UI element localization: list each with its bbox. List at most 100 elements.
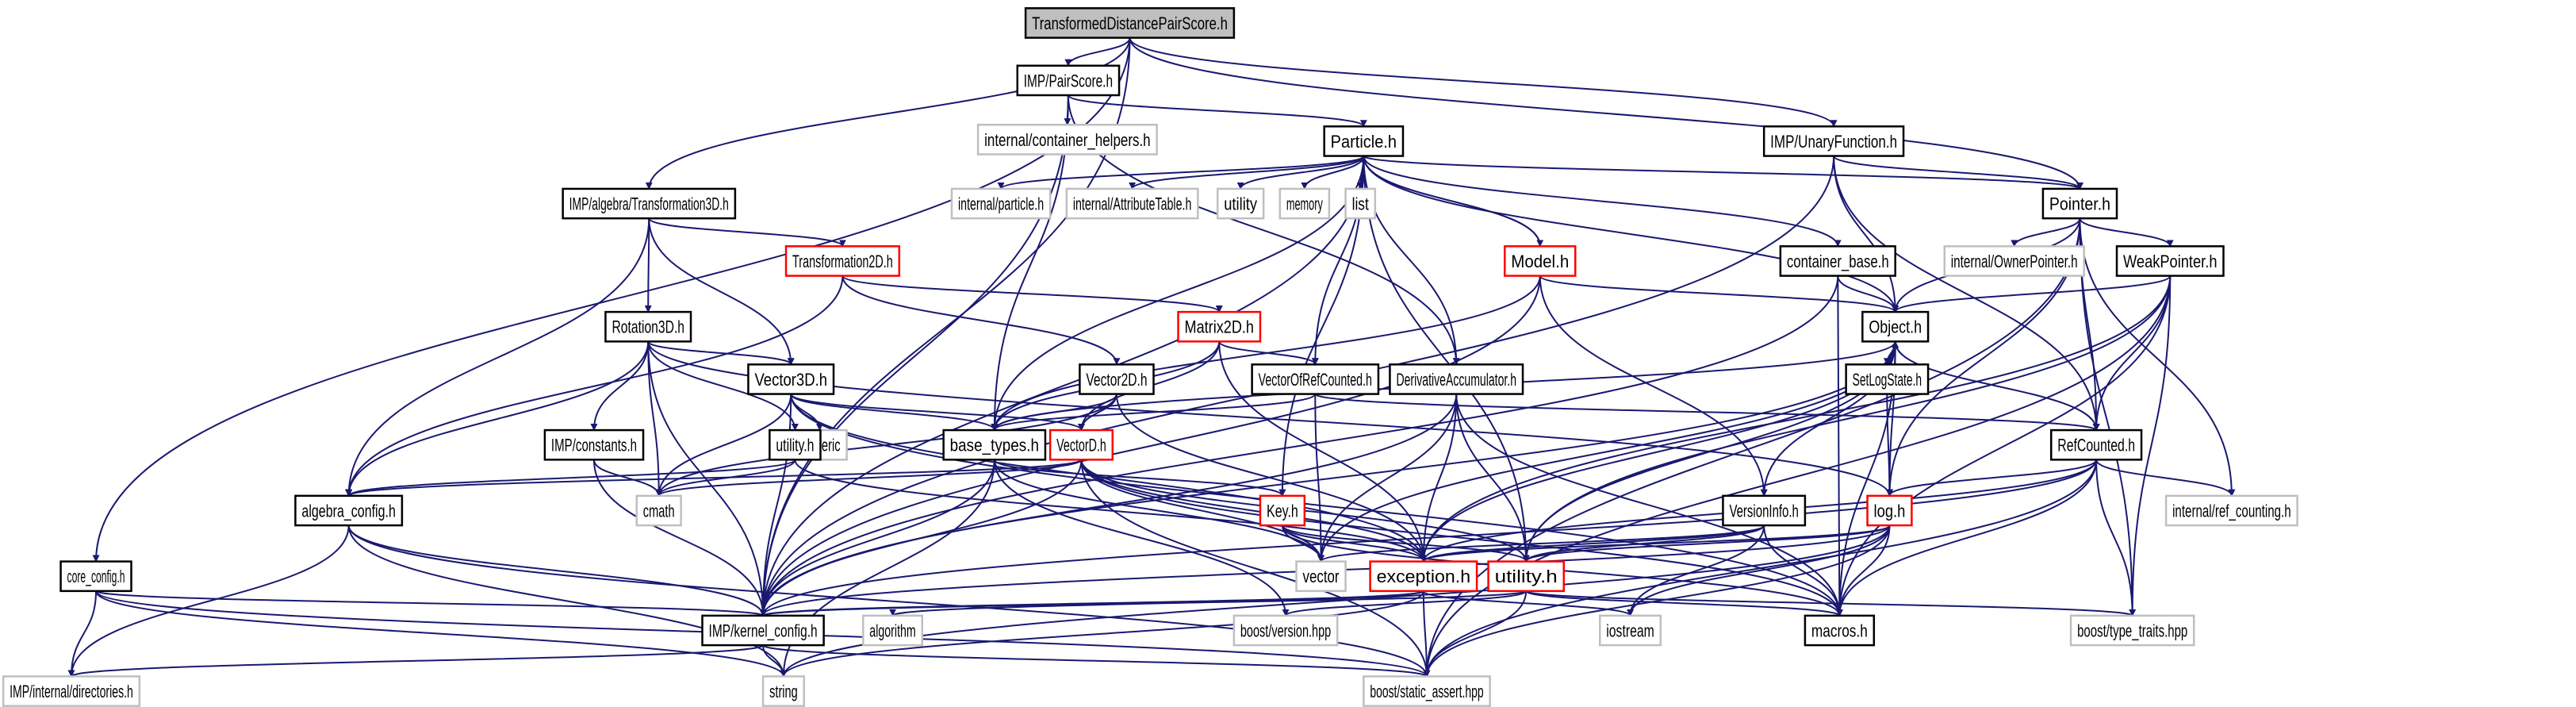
- node-label: container_base.h: [1787, 252, 1889, 271]
- node-container-helpers[interactable]: internal/container_helpers.h: [976, 123, 1158, 156]
- edge-particle-to-container_base: [1363, 156, 1842, 248]
- edge-kernel_config-to-static_assert: [762, 644, 1431, 678]
- node-box: [747, 363, 835, 395]
- node-label: internal/particle.h: [958, 194, 1044, 214]
- node-label: exception.h: [1377, 567, 1470, 586]
- node-log[interactable]: log.h: [1866, 494, 1913, 527]
- node-label: IMP/constants.h: [551, 436, 637, 455]
- node-internal-particle[interactable]: internal/particle.h: [950, 187, 1052, 220]
- node-algorithm[interactable]: algorithm: [862, 614, 924, 647]
- node-vector[interactable]: vector: [1295, 560, 1347, 593]
- node-pointer[interactable]: Pointer.h: [2041, 187, 2118, 220]
- node-weakpointer[interactable]: WeakPointer.h: [2115, 245, 2225, 277]
- nodes-layer: TransformedDistancePairScore.hIMP/PairSc…: [2, 7, 2298, 707]
- node-box: [1216, 187, 1265, 220]
- node-label: utility.h: [776, 436, 814, 455]
- node-algebra-config[interactable]: algebra_config.h: [294, 494, 404, 527]
- edge-weakpointer-to-utility_h: [1522, 275, 2172, 563]
- node-utility-h[interactable]: utility.h: [1487, 560, 1566, 593]
- node-attributetable[interactable]: internal/AttributeTable.h: [1065, 187, 1199, 220]
- node-vector3d[interactable]: Vector3D.h: [747, 363, 835, 395]
- node-macros[interactable]: macros.h: [1804, 614, 1876, 647]
- node-particle[interactable]: Particle.h: [1323, 125, 1405, 157]
- node-vector2d[interactable]: Vector2D.h: [1079, 363, 1155, 395]
- node-list[interactable]: list: [1344, 187, 1377, 220]
- edge-pointer-to-ownerpointer: [2011, 217, 2081, 248]
- node-box: [1232, 614, 1339, 647]
- node-label: IMP/internal/directories.h: [10, 682, 133, 701]
- node-key[interactable]: Key.h: [1259, 494, 1306, 527]
- edge-vectorofrefcounted-to-vector: [1314, 394, 1325, 563]
- node-label: Key.h: [1267, 501, 1298, 521]
- node-boost-version[interactable]: boost/version.hpp: [1232, 614, 1339, 647]
- node-memory[interactable]: memory: [1278, 187, 1331, 220]
- edge-core_config-to-kernel_config: [95, 590, 767, 617]
- node-matrix2d[interactable]: Matrix2D.h: [1177, 310, 1262, 343]
- node-string[interactable]: string: [761, 675, 806, 707]
- edge-model-to-kernel_config: [759, 275, 1541, 617]
- edge-utility_alg-to-algebra_config: [345, 459, 796, 497]
- node-label: list: [1352, 194, 1369, 214]
- edge-refcounted-to-log: [1886, 459, 2098, 497]
- node-container-base[interactable]: container_base.h: [1779, 245, 1896, 277]
- node-kernel-config[interactable]: IMP/kernel_config.h: [701, 614, 825, 647]
- node-utility[interactable]: utility: [1216, 187, 1265, 220]
- edge-base_types-to-kernel_config: [759, 459, 995, 617]
- node-box: [1048, 428, 1114, 461]
- node-box: [1259, 494, 1306, 527]
- node-type-traits[interactable]: boost/type_traits.hpp: [2069, 614, 2195, 647]
- node-tdps[interactable]: TransformedDistancePairScore.h: [1024, 7, 1236, 39]
- node-exception[interactable]: exception.h: [1369, 560, 1478, 593]
- edge-pointer-to-weakpointer: [2079, 217, 2174, 248]
- node-vectord[interactable]: VectorD.h: [1048, 428, 1114, 461]
- node-pairscore[interactable]: IMP/PairScore.h: [1016, 64, 1121, 97]
- node-transformation3d[interactable]: IMP/algebra/Transformation3D.h: [562, 187, 737, 220]
- edge-rotation3d-to-cmath: [647, 341, 663, 497]
- node-derivativeaccumulator[interactable]: DerivativeAccumulator.h: [1389, 363, 1524, 395]
- node-utility-alg[interactable]: utility.h: [769, 428, 822, 461]
- node-label: VectorD.h: [1056, 436, 1106, 455]
- node-ownerpointer[interactable]: internal/OwnerPointer.h: [1943, 245, 2085, 277]
- node-label: Transformation2D.h: [792, 252, 893, 271]
- node-constants[interactable]: IMP/constants.h: [543, 428, 645, 461]
- edge-vector3d-to-base_types: [790, 394, 999, 431]
- node-cmath[interactable]: cmath: [635, 494, 682, 527]
- edge-setlogstate-to-log: [1885, 394, 1893, 497]
- edge-base_types-to-key: [993, 459, 1286, 497]
- node-label: internal/container_helpers.h: [984, 130, 1151, 150]
- node-directories[interactable]: IMP/internal/directories.h: [2, 675, 141, 707]
- node-iostream[interactable]: iostream: [1599, 614, 1662, 647]
- node-ref-counting[interactable]: internal/ref_counting.h: [2164, 494, 2298, 527]
- node-label: Object.h: [1869, 317, 1922, 337]
- node-object[interactable]: Object.h: [1861, 310, 1930, 343]
- node-model[interactable]: Model.h: [1504, 245, 1577, 277]
- node-setlogstate[interactable]: SetLogState.h: [1845, 363, 1930, 395]
- node-versioninfo[interactable]: VersionInfo.h: [1722, 494, 1807, 527]
- node-core-config[interactable]: core_config.h: [59, 560, 132, 593]
- edge-refcounted-to-type_traits: [2095, 459, 2137, 617]
- node-box: [1389, 363, 1524, 395]
- node-label: Matrix2D.h: [1185, 317, 1254, 337]
- node-base-types[interactable]: base_types.h: [942, 428, 1047, 461]
- node-box: [1323, 125, 1405, 157]
- edge-transformation3d-to-vector3d: [648, 218, 795, 366]
- node-unaryfunction[interactable]: IMP/UnaryFunction.h: [1762, 125, 1905, 157]
- node-box: [59, 560, 132, 593]
- node-refcounted[interactable]: RefCounted.h: [2050, 428, 2143, 461]
- edge-base_types-to-boost_version: [993, 459, 1290, 617]
- node-transformation2d[interactable]: Transformation2D.h: [784, 245, 901, 277]
- node-rotation3d[interactable]: Rotation3D.h: [604, 310, 692, 343]
- edge-particle-to-object: [1363, 156, 1899, 313]
- edge-rotation3d-to-algebra_config: [345, 341, 650, 497]
- node-static-assert[interactable]: boost/static_assert.hpp: [1363, 675, 1491, 707]
- node-box: [1363, 675, 1491, 707]
- node-label: internal/ref_counting.h: [2172, 501, 2291, 521]
- node-box: [862, 614, 924, 647]
- node-box: [2050, 428, 2143, 461]
- edge-core_config-to-directories: [67, 590, 98, 678]
- node-box: [1866, 494, 1913, 527]
- edge-transformation2d-to-matrix2d: [841, 275, 1223, 313]
- edge-vector3d-to-vectord: [790, 393, 1085, 432]
- node-vectorofrefcounted[interactable]: VectorOfRefCounted.h: [1251, 363, 1380, 395]
